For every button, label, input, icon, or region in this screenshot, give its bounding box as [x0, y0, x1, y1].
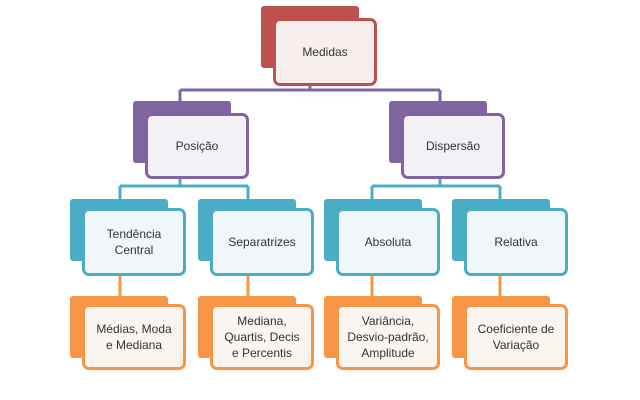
node-variancia-desvio-label: Variância, Desvio-padrão, Amplitude — [336, 304, 440, 370]
node-tendencia-central-label: Tendência Central — [82, 208, 186, 276]
node-dispersao-label: Dispersão — [401, 113, 505, 179]
position-connectors — [118, 178, 250, 200]
node-mediana-quartis-label: Mediana, Quartis, Decis e Percentis — [210, 304, 314, 370]
detail-connectors — [118, 276, 502, 296]
node-absoluta-label: Absoluta — [336, 208, 440, 276]
dispersion-connectors — [370, 178, 502, 200]
node-medias-moda-mediana-label: Médias, Moda e Mediana — [82, 304, 186, 370]
node-posicao-label: Posição — [145, 113, 249, 179]
node-separatrizes-label: Separatrizes — [210, 208, 314, 276]
node-medidas-label: Medidas — [273, 18, 377, 86]
node-relativa-label: Relativa — [464, 208, 568, 276]
node-coeficiente-variacao-label: Coeficiente de Variação — [464, 304, 568, 370]
